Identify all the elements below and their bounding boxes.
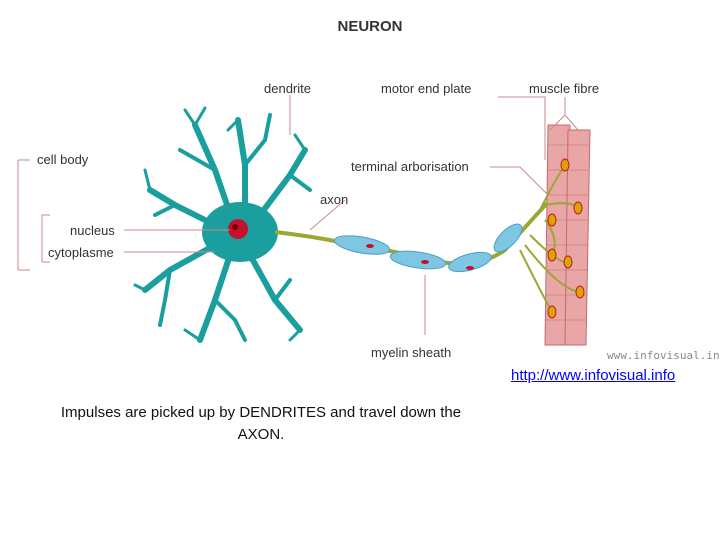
caption-text: Impulses are picked up by DENDRITES and …	[60, 404, 462, 443]
label-axon: axon	[320, 192, 349, 207]
label-cell-body: cell body	[37, 152, 89, 167]
label-myelin-sheath: myelin sheath	[371, 345, 452, 360]
label-nucleus: nucleus	[70, 223, 115, 238]
diagram-title: NEURON	[337, 18, 403, 35]
source-link[interactable]: http://www.infovisual.info	[511, 367, 676, 384]
label-terminal-arborisation: terminal arborisation	[351, 159, 469, 174]
label-motor-end-plate: motor end plate	[381, 81, 472, 96]
dendrites	[133, 106, 312, 343]
label-dendrite: dendrite	[264, 81, 311, 96]
myelin-sheath	[333, 223, 523, 273]
label-cytoplasme: cytoplasme	[48, 245, 114, 260]
label-muscle-fibre: muscle fibre	[529, 81, 600, 96]
watermark: www.infovisual.info	[607, 349, 720, 362]
myelin-nuclei	[366, 244, 474, 270]
nucleolus	[232, 224, 238, 230]
leader-lines	[17, 95, 579, 335]
nucleus	[228, 219, 248, 239]
motor-end-plates	[547, 158, 585, 319]
